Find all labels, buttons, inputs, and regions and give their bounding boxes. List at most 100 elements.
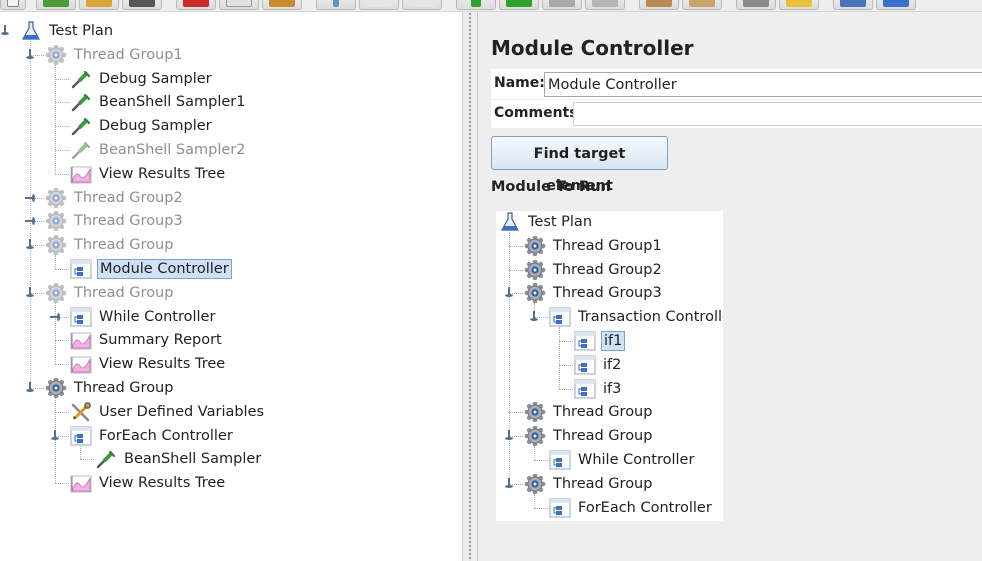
tree-node-label[interactable]: if1 <box>601 331 626 351</box>
find-target-element-button[interactable]: Find target element <box>491 136 668 194</box>
collapse-handle-icon[interactable] <box>504 477 514 489</box>
cut-icon[interactable] <box>176 0 216 10</box>
controller-icon <box>549 498 571 518</box>
tree-node-label[interactable]: Transaction Controller <box>578 309 723 326</box>
tree-node-label[interactable]: Module Controller <box>97 259 232 279</box>
tree-node-label[interactable]: Thread Group <box>553 404 653 421</box>
collapse-handle-icon[interactable] <box>25 382 35 393</box>
controller-icon <box>549 307 571 327</box>
tree-connector <box>30 41 31 388</box>
thread-group-icon <box>524 425 546 447</box>
tree-node-label[interactable]: Test Plan <box>528 214 593 230</box>
tree-node-label[interactable]: Thread Group1 <box>553 237 662 254</box>
name-field[interactable] <box>544 72 982 97</box>
toggle-icon[interactable] <box>402 0 442 10</box>
test-plan-tree[interactable]: Test Plan Thread Group1 Debug Sampler Be… <box>0 12 462 561</box>
config-element-icon <box>70 401 92 422</box>
stop-icon[interactable] <box>542 0 582 10</box>
expand-handle-icon[interactable] <box>25 193 35 203</box>
tree-node-label[interactable]: Thread Group <box>74 284 174 301</box>
module-to-run-tree[interactable]: Test Plan Thread Group1 Thread Group2 Th… <box>496 211 723 521</box>
listener-icon <box>70 330 92 350</box>
tree-node-label[interactable]: View Results Tree <box>99 356 226 373</box>
tree-node-label[interactable]: Thread Group3 <box>553 285 662 302</box>
tree-connector <box>80 445 81 460</box>
tree-node-label[interactable]: Thread Group <box>74 237 174 254</box>
collapse-handle-icon[interactable] <box>0 25 10 36</box>
tree-connector <box>509 436 523 438</box>
tree-connector <box>559 341 573 342</box>
collapse-handle-icon[interactable] <box>504 430 514 441</box>
tree-connector <box>509 232 510 484</box>
tree-connector <box>55 102 69 104</box>
new-icon[interactable] <box>0 0 26 10</box>
module-to-run-label: Module To Run <box>491 179 611 195</box>
collapse-handle-icon[interactable] <box>25 286 35 298</box>
tree-node-label[interactable]: User Defined Variables <box>99 403 265 420</box>
tree-connector <box>30 197 44 199</box>
tree-node-label[interactable]: Thread Group2 <box>553 261 662 278</box>
collapse-handle-icon[interactable] <box>25 239 35 250</box>
tree-node-label[interactable]: Thread Group <box>74 380 174 396</box>
tree-node-label[interactable]: if3 <box>603 380 622 397</box>
thread-group-icon <box>524 235 546 257</box>
thread-group-icon <box>45 210 67 232</box>
tree-connector <box>55 64 56 174</box>
tree-node-label[interactable]: ForEach Controller <box>578 499 712 516</box>
tree-node-label[interactable]: Debug Sampler <box>99 70 212 87</box>
collapse-handle-icon[interactable] <box>529 311 539 322</box>
tree-connector <box>55 173 69 175</box>
expand-handle-icon[interactable] <box>25 216 35 226</box>
tree-node-label[interactable]: Debug Sampler <box>99 118 212 135</box>
tree-node-label[interactable]: Thread Group2 <box>74 189 183 206</box>
tree-node-label[interactable]: View Results Tree <box>99 165 226 182</box>
open-icon[interactable] <box>79 0 119 10</box>
tree-node-label[interactable]: Thread Group1 <box>74 46 183 63</box>
start-icon[interactable] <box>456 0 496 10</box>
tree-node-label[interactable]: Thread Group <box>553 475 653 492</box>
controller-icon <box>70 307 92 327</box>
splitter-grip[interactable] <box>468 12 472 561</box>
pane-splitter[interactable] <box>462 12 478 561</box>
tree-connector <box>30 292 44 294</box>
tree-node-label[interactable]: BeanShell Sampler2 <box>99 142 246 158</box>
tree-node-label[interactable]: BeanShell Sampler1 <box>99 94 246 111</box>
tree-node-label[interactable]: View Results Tree <box>99 475 226 492</box>
tree-node-label[interactable]: Thread Group3 <box>74 213 183 230</box>
tree-connector <box>559 388 573 390</box>
tree-connector <box>80 459 94 461</box>
panel-title: Module Controller <box>491 36 694 60</box>
tree-node-label[interactable]: if2 <box>603 356 622 373</box>
function-helper-icon[interactable] <box>833 0 873 10</box>
thread-group-icon <box>45 377 67 399</box>
tree-connector <box>509 293 523 295</box>
tree-node-label[interactable]: Test Plan <box>49 23 114 39</box>
copy-icon[interactable] <box>219 0 259 10</box>
help-icon[interactable] <box>876 0 916 10</box>
expand-handle-icon[interactable] <box>50 312 60 322</box>
tree-node-label[interactable]: While Controller <box>99 308 216 325</box>
search-icon[interactable] <box>736 0 776 10</box>
tree-connector <box>559 364 573 366</box>
collapse-icon[interactable] <box>359 0 399 10</box>
tree-connector <box>30 221 44 223</box>
templates-icon[interactable] <box>36 0 76 10</box>
collapse-handle-icon[interactable] <box>50 429 60 441</box>
tree-node-label[interactable]: Summary Report <box>99 332 222 349</box>
tree-connector <box>55 126 69 128</box>
tree-node-label[interactable]: ForEach Controller <box>99 427 233 444</box>
reset-search-icon[interactable] <box>779 0 819 10</box>
expand-icon[interactable] <box>316 0 356 10</box>
clear-all-icon[interactable] <box>682 0 722 10</box>
tree-node-label[interactable]: BeanShell Sampler <box>124 451 262 468</box>
clear-icon[interactable] <box>639 0 679 10</box>
paste-icon[interactable] <box>262 0 302 10</box>
collapse-handle-icon[interactable] <box>25 48 35 60</box>
tree-node-label[interactable]: While Controller <box>578 452 695 468</box>
save-icon[interactable] <box>122 0 162 10</box>
tree-node-label[interactable]: Thread Group <box>553 428 653 445</box>
collapse-handle-icon[interactable] <box>504 287 514 298</box>
shutdown-icon[interactable] <box>585 0 625 10</box>
comments-field[interactable] <box>573 102 982 126</box>
start-no-pauses-icon[interactable] <box>499 0 539 10</box>
